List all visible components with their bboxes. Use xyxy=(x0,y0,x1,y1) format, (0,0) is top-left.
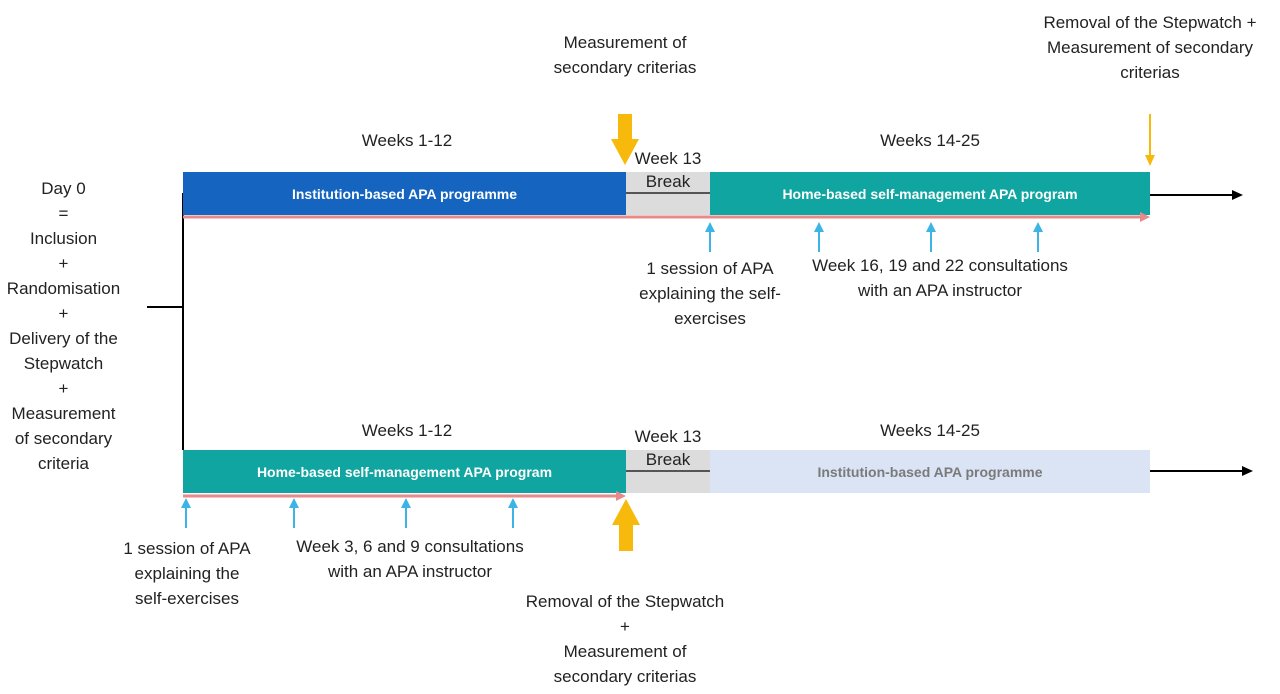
bottom-break-label: Break xyxy=(645,450,691,469)
top-bar1-label: Institution-based APA programme xyxy=(291,185,518,202)
top-institution-bar xyxy=(183,172,626,215)
top-break-label: Break xyxy=(645,172,691,191)
top-measure-arrow-shaft xyxy=(618,114,632,139)
top-week-13: Week 13 xyxy=(634,149,702,168)
bottom-consult-arrow-week6 xyxy=(401,498,411,528)
bottom-session-label: 1 session of APA explaining the self-exe… xyxy=(123,539,251,608)
top-bar2-label: Home-based self-management APA program xyxy=(782,185,1078,202)
top-session-label: 1 session of APA explaining the self- ex… xyxy=(639,259,781,328)
day0-label: Day 0 = Inclusion + Randomisation + Deli… xyxy=(6,179,121,473)
bottom-weeks-1-12: Weeks 1-12 xyxy=(361,421,453,440)
top-consult-label: Week 16, 19 and 22 consultations with an… xyxy=(812,256,1068,300)
top-continuation-arrowhead xyxy=(1232,190,1243,200)
top-session-arrow xyxy=(705,222,715,252)
bottom-measure-arrow-shaft xyxy=(619,525,633,551)
bottom-consult-arrow-week9 xyxy=(508,498,518,528)
bottom-home-bar xyxy=(183,450,626,493)
top-red-timeline-head xyxy=(1140,212,1150,222)
bottom-continuation-arrowhead xyxy=(1242,466,1253,476)
top-weeks-14-25: Weeks 14-25 xyxy=(880,131,980,150)
bottom-week-13: Week 13 xyxy=(634,427,702,446)
bottom-institution-bar xyxy=(710,450,1150,493)
top-consult-arrow-week16 xyxy=(814,222,824,252)
bottom-bar1-label: Home-based self-management APA program xyxy=(256,463,553,480)
top-consult-arrow-week22 xyxy=(1033,222,1043,252)
bottom-bar2-label: Institution-based APA programme xyxy=(817,463,1043,480)
top-consult-arrow-week19 xyxy=(926,222,936,252)
bottom-consult-arrow-week3 xyxy=(289,498,299,528)
bottom-measure-label: Removal of the Stepwatch + Measurement o… xyxy=(525,592,725,686)
top-weeks-1-12: Weeks 1-12 xyxy=(361,131,453,150)
top-end-arrow-head xyxy=(1145,155,1155,166)
bottom-session-arrow xyxy=(181,498,191,528)
top-home-bar xyxy=(710,172,1150,215)
top-measure-arrow-head xyxy=(611,139,639,165)
bottom-weeks-14-25: Weeks 14-25 xyxy=(880,421,980,440)
bottom-measure-arrow-head xyxy=(612,499,640,525)
bottom-consult-label: Week 3, 6 and 9 consultations with an AP… xyxy=(296,537,524,581)
top-end-label: Removal of the Stepwatch + Measurement o… xyxy=(1043,13,1257,82)
top-measure-label: Measurement of secondary criterias xyxy=(553,33,697,77)
bottom-red-timeline-head xyxy=(616,491,626,501)
